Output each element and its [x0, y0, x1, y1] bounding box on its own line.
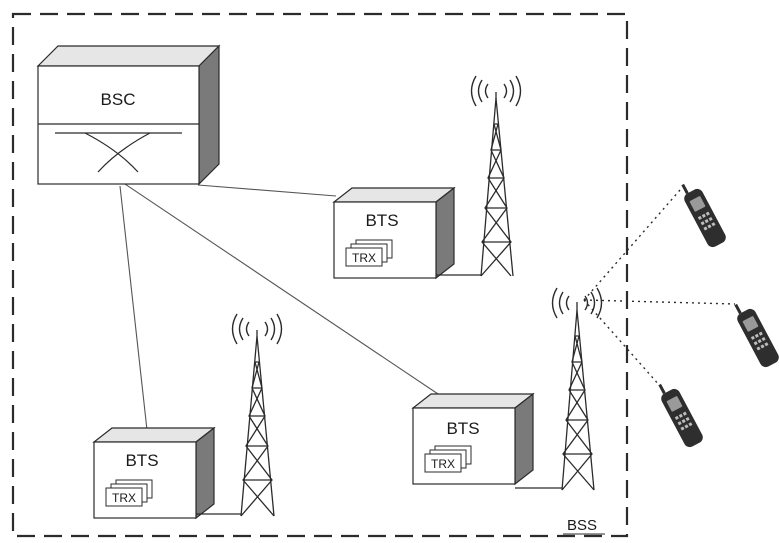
- bts-bottom-right-label: BTS: [446, 419, 479, 438]
- bts-bottom-left-label: BTS: [125, 451, 158, 470]
- bsc-top-face: [36, 45, 221, 67]
- bsc-label: BSC: [101, 90, 136, 109]
- radio-links: [583, 189, 736, 387]
- link-bsc-bts-bottom-left: [119, 185, 148, 431]
- radio-waves-icon: [470, 75, 522, 107]
- trx-stack: [424, 445, 472, 473]
- radio-link-phone-bottom: [583, 299, 661, 387]
- radio-waves-icon: [231, 313, 283, 345]
- cell-tower-icon: [515, 302, 595, 491]
- radio-link-phone-top: [583, 189, 681, 301]
- cell-tower-icon: [196, 330, 275, 517]
- switch-cross-icon: [55, 132, 182, 173]
- bts-bottom-right-side-face: [514, 392, 534, 486]
- bsc-unit: BSC: [36, 44, 221, 186]
- bts-bottom-left-side-face: [195, 426, 215, 520]
- radio-waves-icon: [551, 287, 603, 319]
- bts-bottom-right: BTS TRX: [411, 392, 535, 486]
- bts-bottom-right-trx-label: TRX: [431, 457, 455, 471]
- bts-top-trx-label: TRX: [352, 251, 376, 265]
- bsc-bts-links: [119, 181, 445, 431]
- bss-label: BSS: [567, 517, 597, 534]
- mobile-phone-icon: [734, 303, 779, 368]
- link-bsc-bts-top: [197, 184, 337, 197]
- bsc-side-face: [198, 44, 220, 186]
- cell-tower-icon: [436, 92, 514, 277]
- mobile-phone-icon: [658, 383, 703, 448]
- mobile-phone-icon: [681, 183, 726, 248]
- bss-boundary: [11, 12, 629, 538]
- bts-top-side-face: [435, 186, 455, 280]
- bts-bottom-right-top-face: [411, 393, 535, 409]
- bts-top-label: BTS: [365, 211, 398, 230]
- bts-bottom-left-trx-label: TRX: [112, 491, 136, 505]
- bts-top: BTS TRX: [332, 186, 456, 280]
- bsc-front-face: [37, 65, 200, 185]
- bts-bottom-left-top-face: [92, 427, 216, 443]
- radio-link-phone-middle: [583, 299, 736, 305]
- bts-bottom-left: BTS TRX: [92, 426, 216, 520]
- link-bsc-bts-bottom-right: [121, 181, 445, 399]
- trx-stack: [105, 479, 153, 507]
- trx-stack: [345, 239, 393, 267]
- bts-top-top-face: [332, 187, 456, 203]
